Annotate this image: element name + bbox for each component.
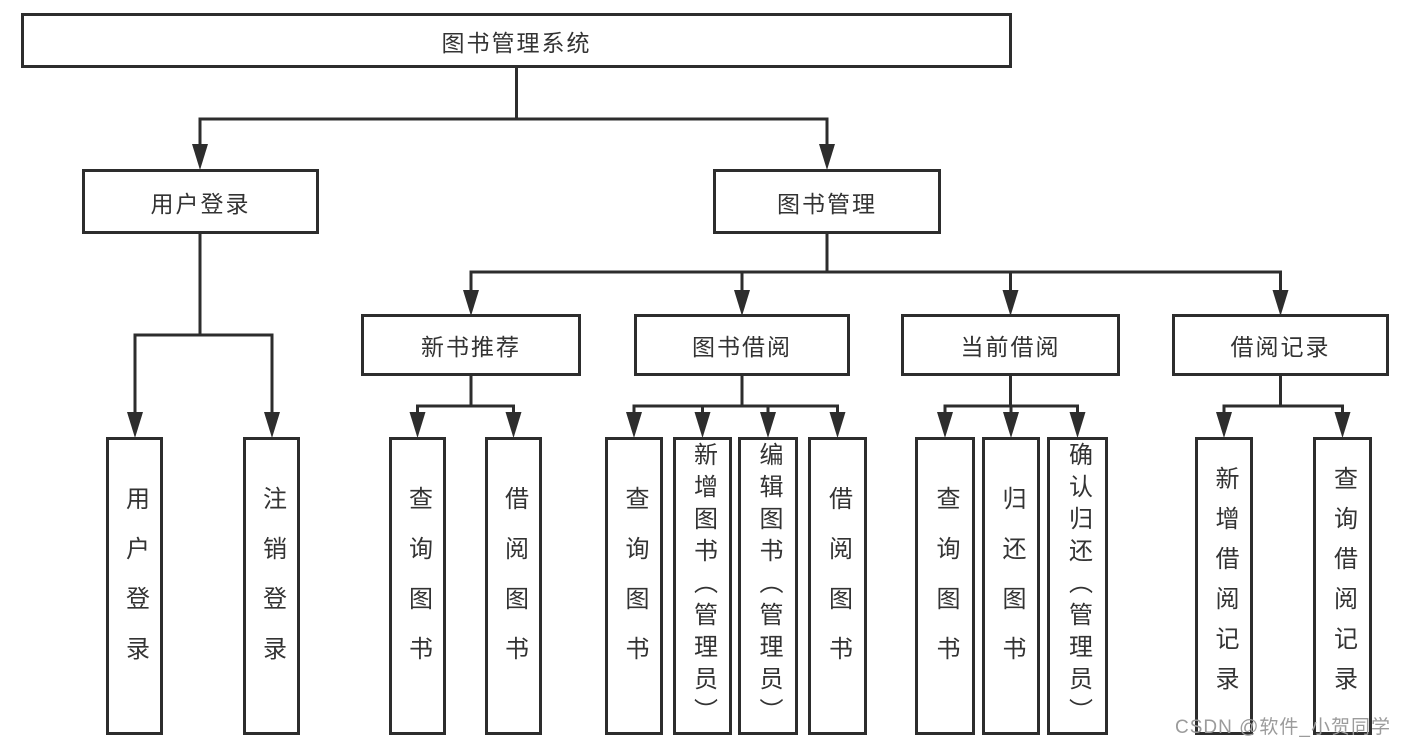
connector-current-branch <box>943 374 1079 408</box>
leaf-confirm-return-admin-label: 确认归还（管理员） <box>1064 442 1092 730</box>
leaf-borrow-books: 借阅图书 <box>808 437 867 735</box>
leaf-add-book-admin: 新增图书（管理员） <box>673 437 732 735</box>
leaf-query-books-borrow: 查询图书 <box>605 437 663 735</box>
connector-newbook-branch <box>416 374 515 408</box>
node-borrow-records: 借阅记录 <box>1172 314 1389 376</box>
leaf-query-books-recommend-label: 查询图书 <box>404 486 432 686</box>
arrow-heads <box>127 144 1351 438</box>
connector-bookmgmt-branch <box>469 232 1282 274</box>
leaf-edit-book-admin: 编辑图书（管理员） <box>738 437 798 735</box>
arrow-shafts <box>133 117 1344 416</box>
node-book-management: 图书管理 <box>713 169 941 234</box>
node-book-borrow: 图书借阅 <box>634 314 850 376</box>
leaf-user-login-label: 用户登录 <box>121 486 149 686</box>
leaf-confirm-return-admin: 确认归还（管理员） <box>1047 437 1108 735</box>
leaf-add-borrow-record-label: 新增借阅记录 <box>1211 466 1238 706</box>
leaf-query-books-recommend: 查询图书 <box>389 437 446 735</box>
leaf-query-borrow-record-label: 查询借阅记录 <box>1329 466 1357 706</box>
connector-borrow-branch <box>632 374 839 408</box>
connector-userlogin-branch <box>133 232 274 337</box>
node-new-book-recommend: 新书推荐 <box>361 314 581 376</box>
leaf-logout: 注销登录 <box>243 437 300 735</box>
leaf-query-books-current: 查询图书 <box>915 437 975 735</box>
leaf-edit-book-admin-label: 编辑图书（管理员） <box>755 442 782 730</box>
node-root-system: 图书管理系统 <box>21 13 1012 68</box>
node-user-login: 用户登录 <box>82 169 319 234</box>
connector-root-branch <box>198 66 829 121</box>
node-current-borrow: 当前借阅 <box>901 314 1120 376</box>
leaf-user-login: 用户登录 <box>106 437 163 735</box>
leaf-borrow-books-label: 借阅图书 <box>824 486 852 686</box>
leaf-return-books: 归还图书 <box>982 437 1040 735</box>
leaf-query-books-borrow-label: 查询图书 <box>621 486 648 686</box>
leaf-borrow-books-recommend: 借阅图书 <box>485 437 542 735</box>
connector-records-branch <box>1222 374 1344 408</box>
leaf-add-borrow-record: 新增借阅记录 <box>1195 437 1253 735</box>
leaf-add-book-admin-label: 新增图书（管理员） <box>689 442 717 730</box>
leaf-logout-label: 注销登录 <box>258 486 286 686</box>
leaf-return-books-label: 归还图书 <box>998 486 1025 686</box>
leaf-query-books-current-label: 查询图书 <box>932 486 959 686</box>
leaf-borrow-books-recommend-label: 借阅图书 <box>500 486 528 686</box>
leaf-query-borrow-record: 查询借阅记录 <box>1313 437 1372 735</box>
csdn-watermark: CSDN @软件_小贺同学 <box>1175 717 1391 738</box>
